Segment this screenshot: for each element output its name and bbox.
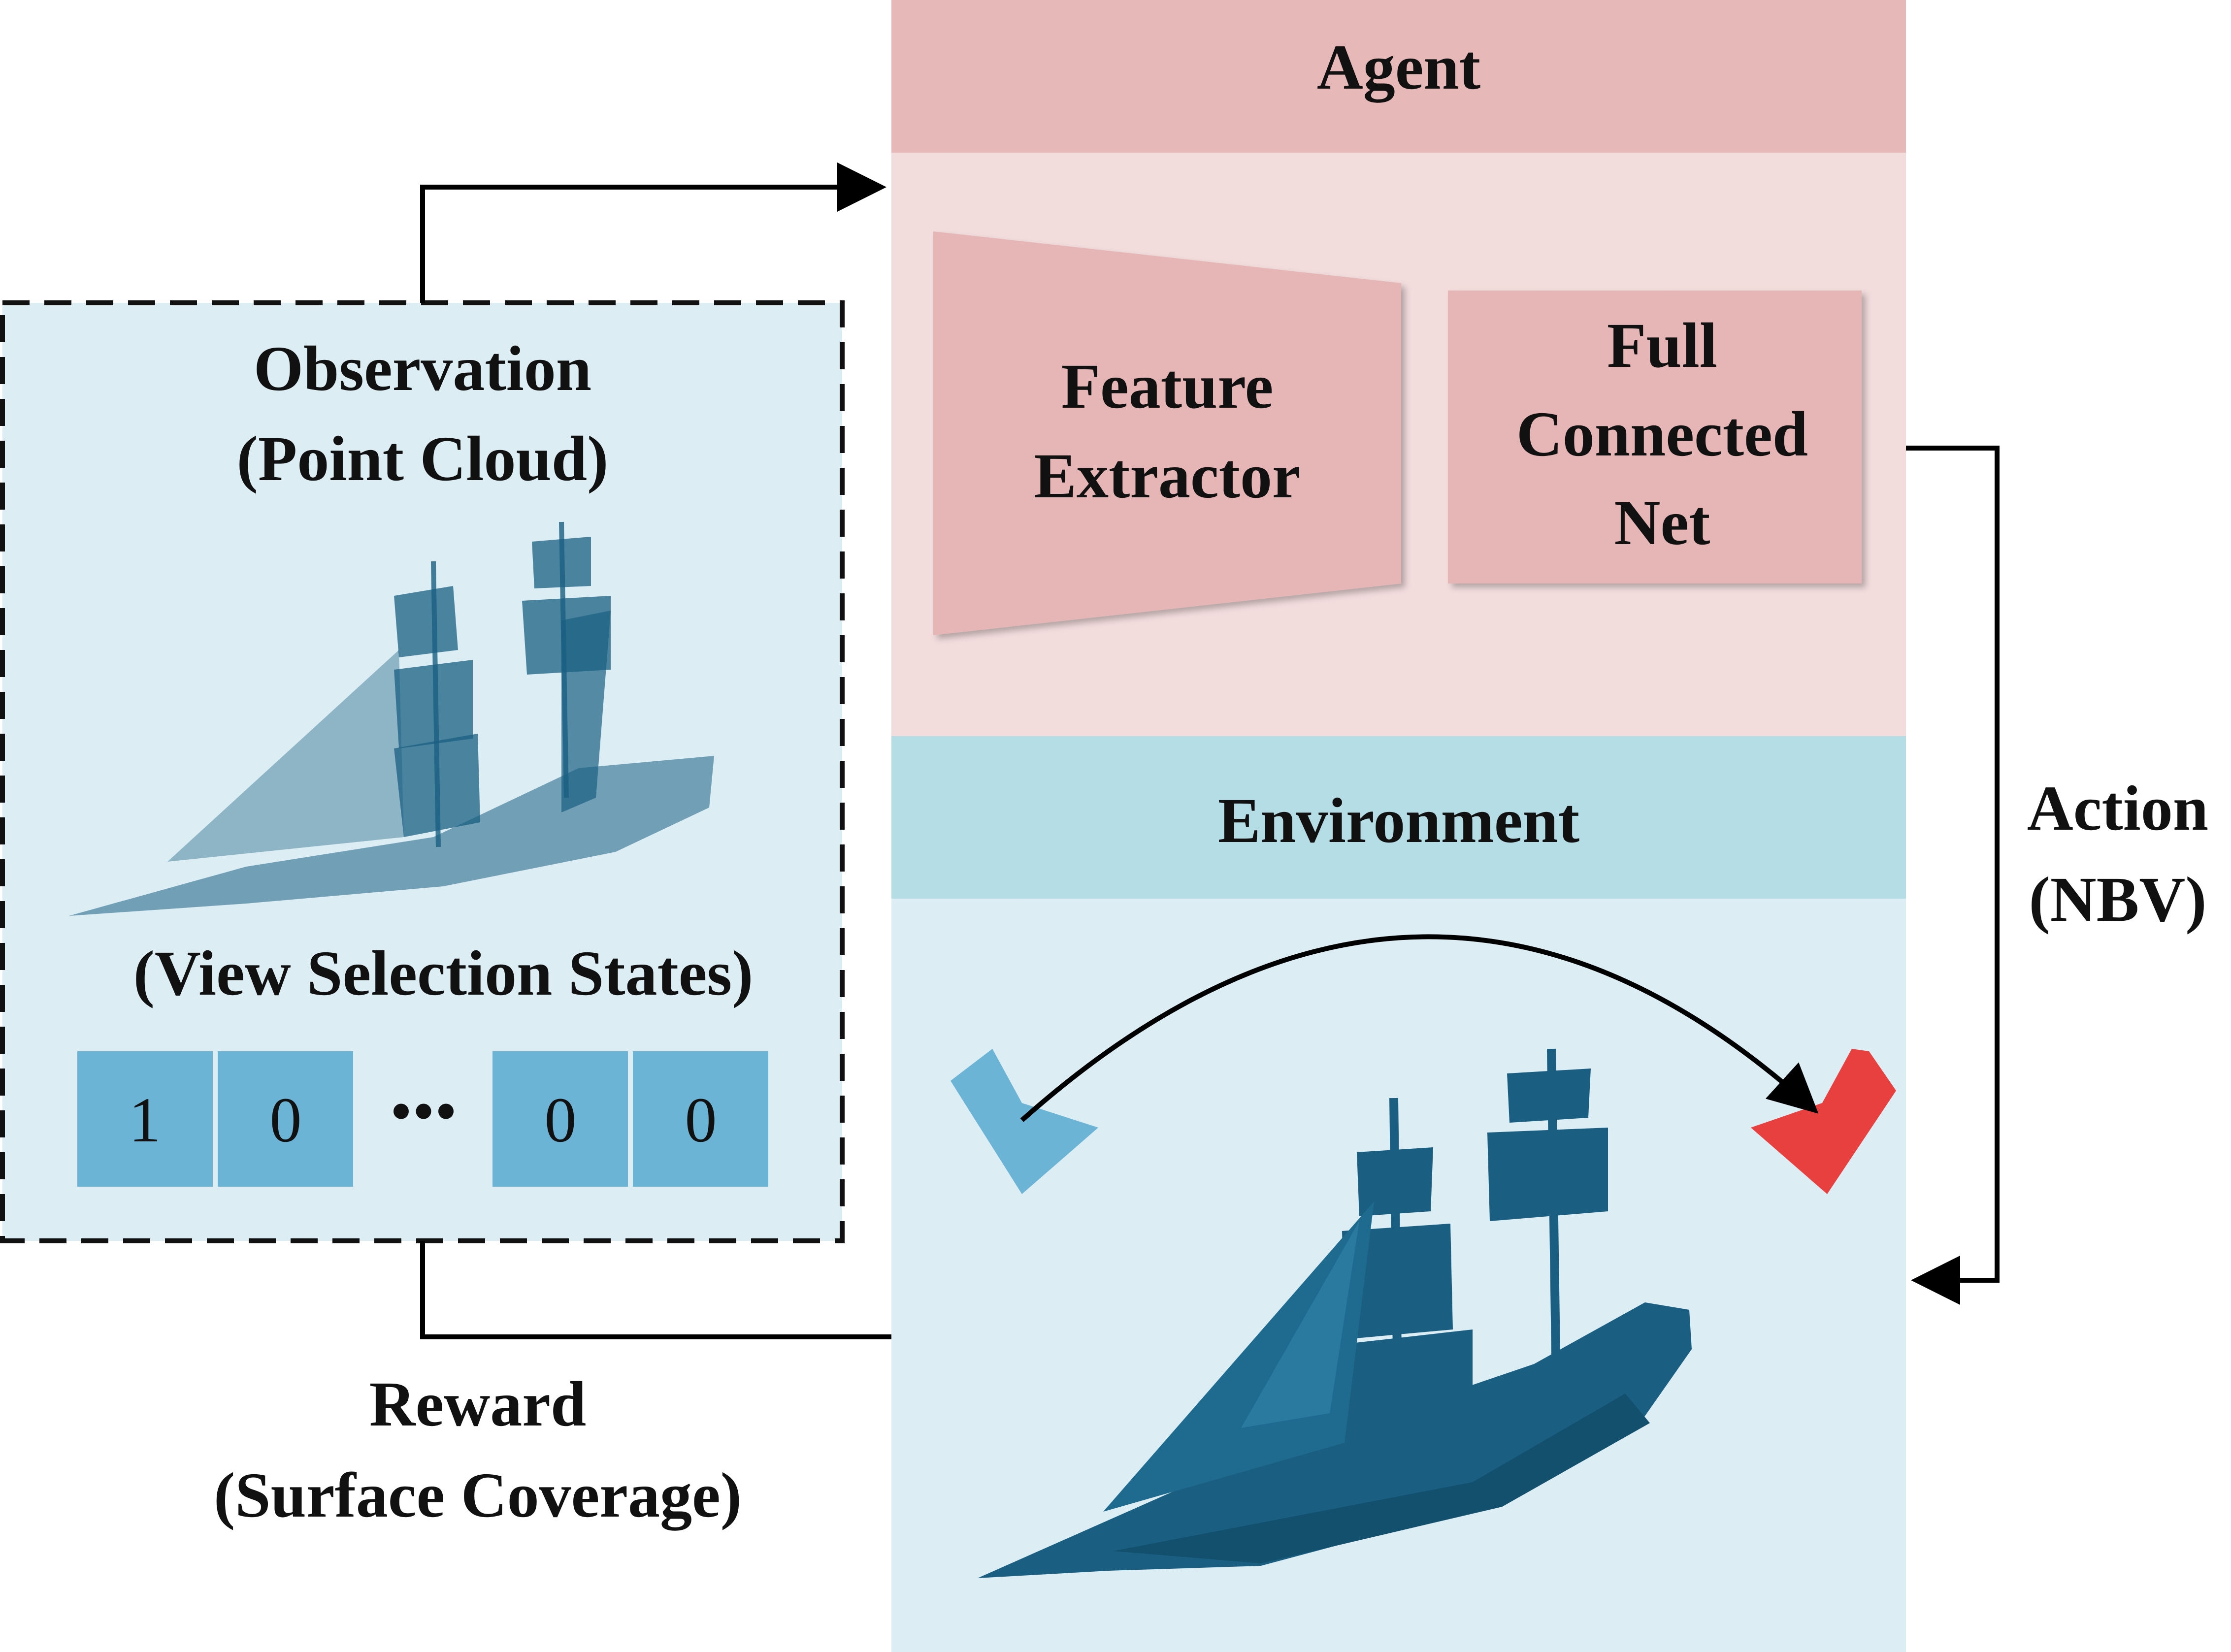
- state-ellipsis: •••: [390, 1076, 458, 1147]
- current-view-icon: [951, 1049, 1098, 1194]
- agent-panel: Agent Feature Extractor Full Connected N…: [891, 0, 1906, 736]
- ship-mesh-icon: [978, 1048, 1692, 1578]
- observation-title-line2: (Point Cloud): [237, 423, 609, 494]
- observation-panel: Observation (Point Cloud) (View Selectio…: [0, 300, 845, 1243]
- reward-arrow: [420, 1241, 891, 1339]
- observation-title-line1: Observation: [254, 333, 591, 404]
- fc-net-label-line3: Net: [1614, 487, 1710, 558]
- state-cell: [77, 1051, 213, 1187]
- feature-extractor-label-line2: Extractor: [1034, 441, 1300, 512]
- view-selection-states: 1 0 ••• 0 0: [77, 1051, 768, 1187]
- view-transition-arrow: [1020, 934, 1819, 1122]
- feature-extractor-block: [933, 231, 1401, 635]
- reward-label-line2: (Surface Coverage): [214, 1460, 742, 1531]
- action-label-line1: Action: [2027, 773, 2208, 844]
- reward-label-line1: Reward: [369, 1369, 586, 1440]
- observation-to-agent-arrow: [420, 162, 886, 303]
- fc-net-label-line2: Connected: [1516, 399, 1808, 470]
- fc-net-label-line1: Full: [1607, 310, 1717, 381]
- action-arrow: [1906, 446, 2000, 1305]
- agent-header: [891, 0, 1906, 153]
- state-value: 1: [129, 1085, 161, 1156]
- environment-header: [891, 736, 1906, 899]
- agent-title: Agent: [1317, 32, 1480, 103]
- state-cell: [492, 1051, 628, 1187]
- fc-net-block: [1448, 291, 1862, 583]
- view-selection-states-label: (View Selection States): [133, 938, 754, 1009]
- state-value: 0: [685, 1085, 717, 1156]
- feature-extractor-label-line1: Feature: [1061, 351, 1274, 422]
- environment-panel: Environment: [891, 736, 1906, 1652]
- state-cell: [633, 1051, 768, 1187]
- state-cell: [218, 1051, 353, 1187]
- state-value: 0: [545, 1085, 577, 1156]
- state-value: 0: [270, 1085, 302, 1156]
- point-cloud-ship-icon: [69, 521, 714, 916]
- next-best-view-icon: [1751, 1049, 1896, 1194]
- environment-title: Environment: [1218, 785, 1579, 856]
- action-label-line2: (NBV): [2029, 864, 2206, 935]
